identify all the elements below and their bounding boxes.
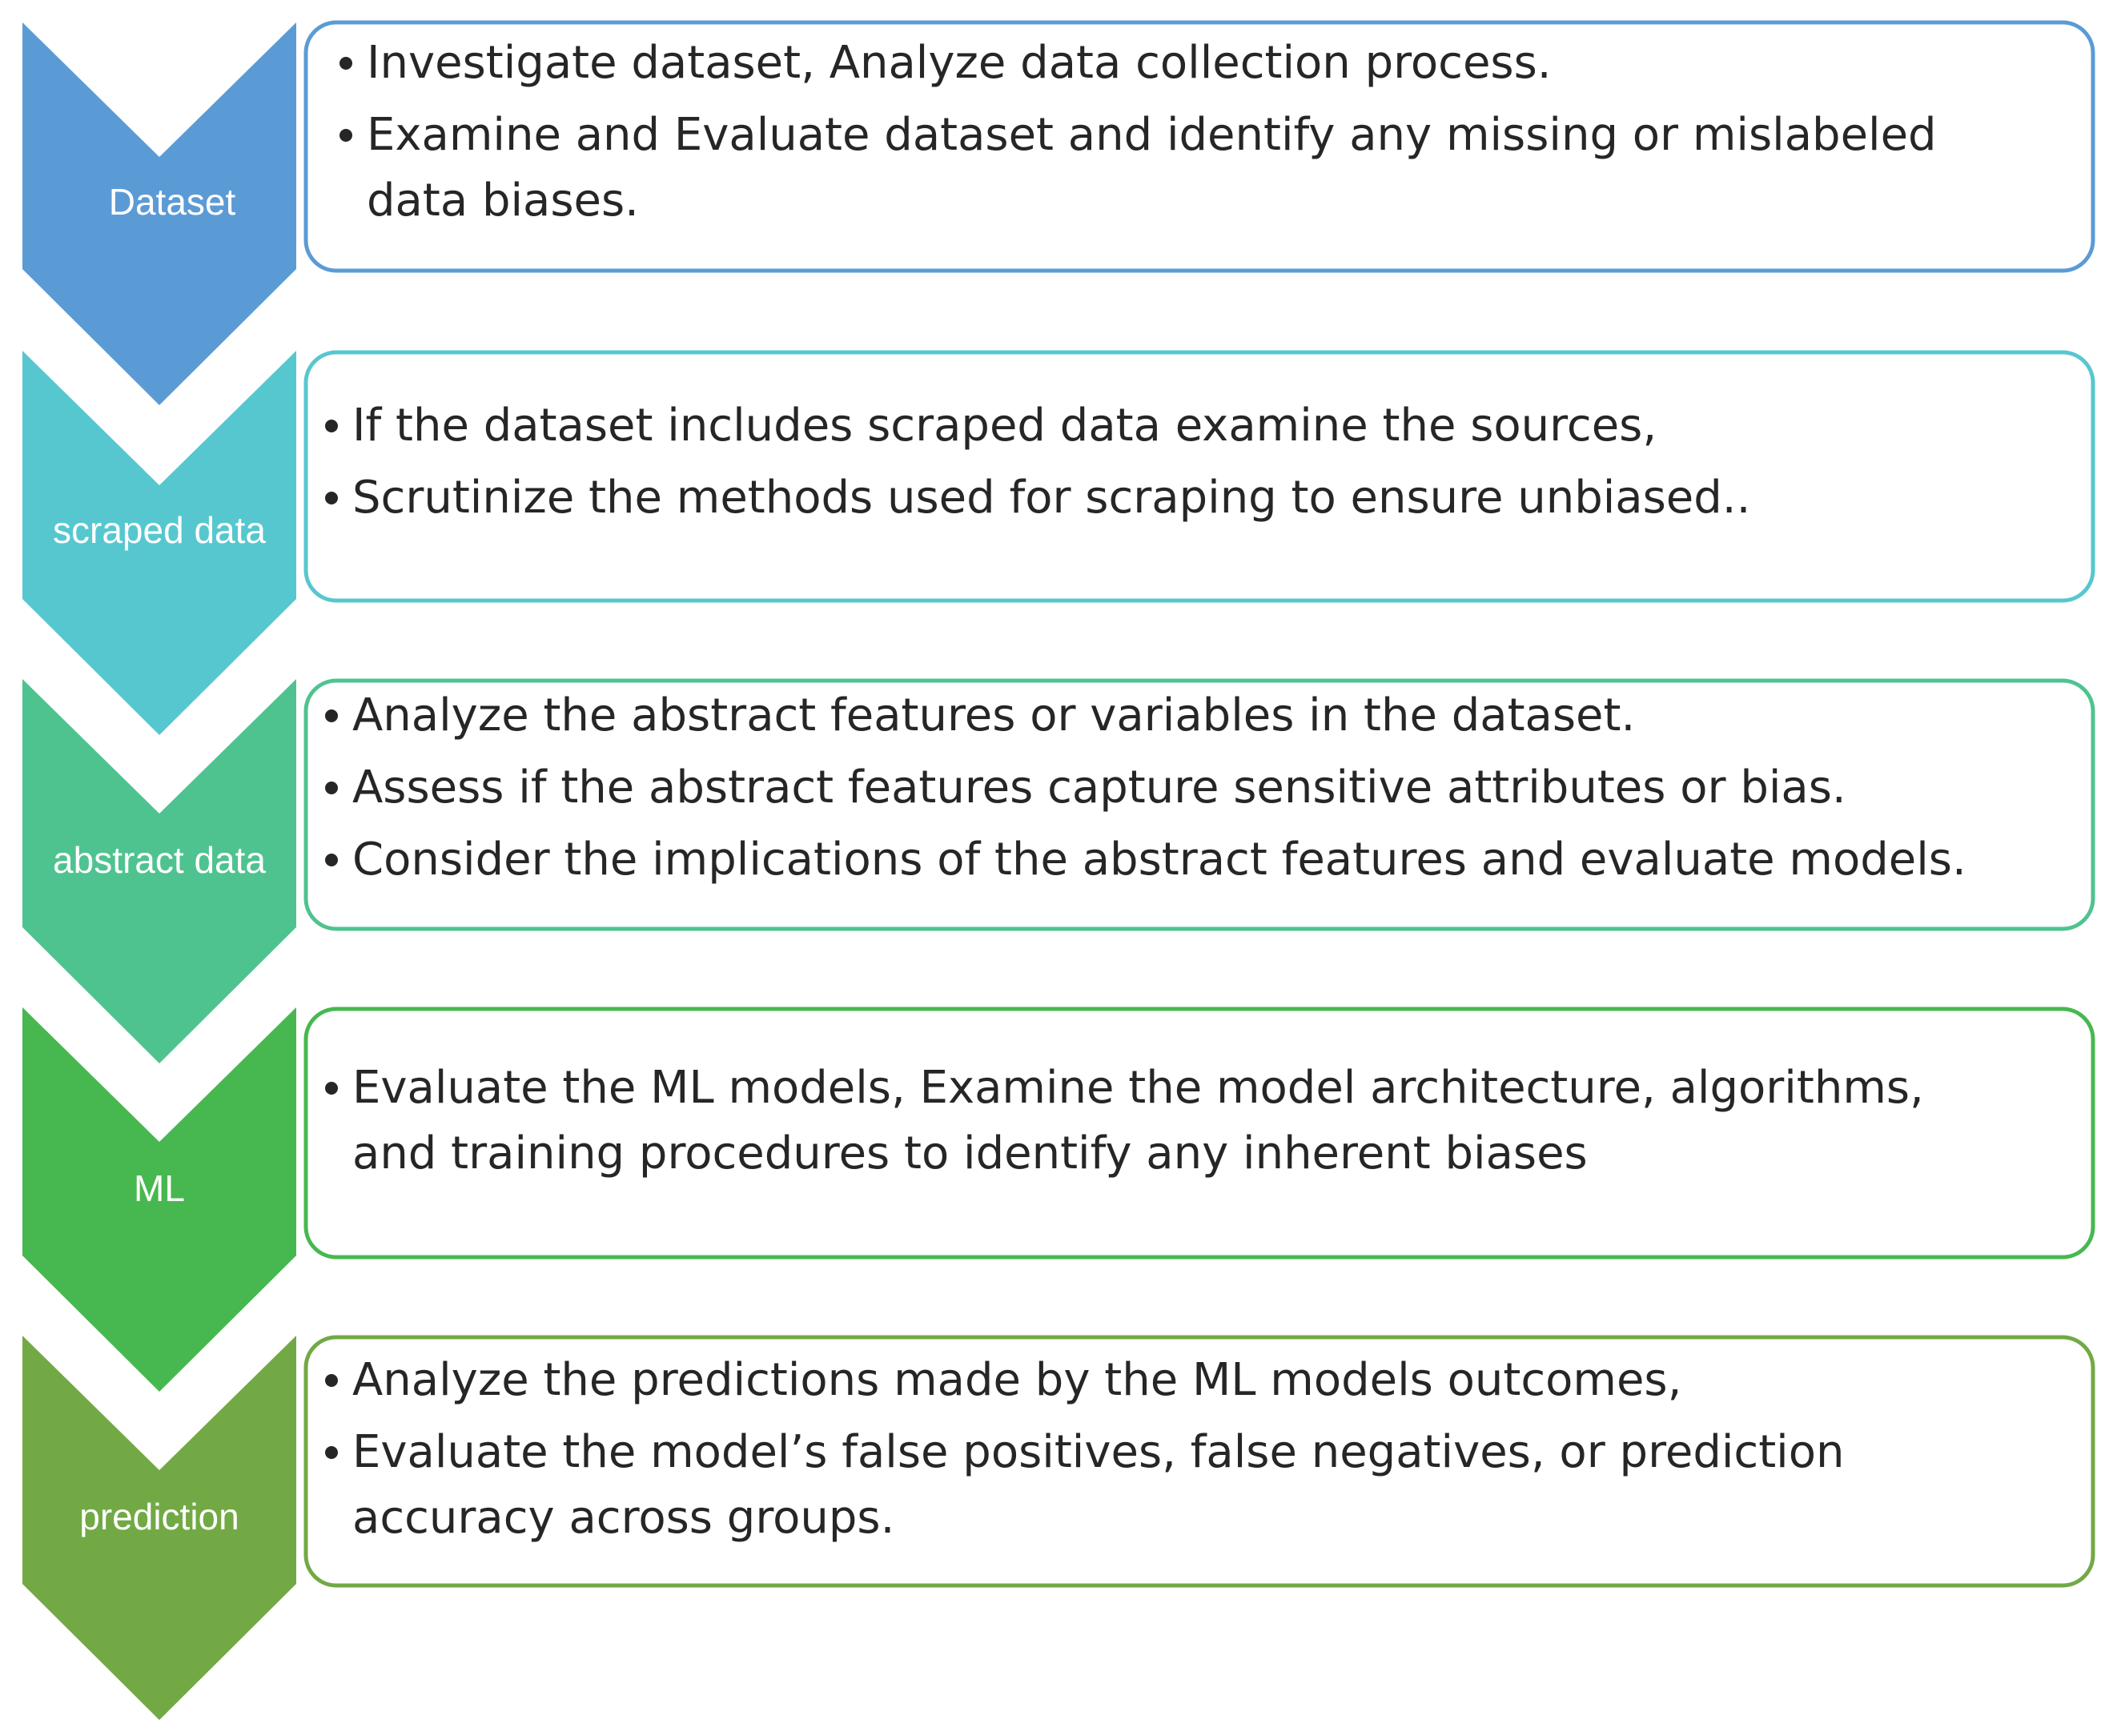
stage-4-content-box (303, 1007, 2095, 1260)
bullet-dot (325, 1446, 338, 1459)
stage-1-chevron (22, 22, 296, 405)
stage-1-bullet-2-line-1: Examine and Evaluate dataset and identif… (367, 109, 1937, 161)
stage-1-label: Dataset (109, 181, 236, 223)
stage-3-label: abstract data (53, 839, 266, 881)
stage-5-bullet-2-line-1: Evaluate the model’s false positives, fa… (352, 1426, 1844, 1478)
stage-2-content-box (303, 350, 2095, 603)
stage-1-bullet-2-line-2: data biases. (367, 175, 639, 227)
stage-4-label: ML (134, 1167, 185, 1209)
bullet-dot (325, 1082, 338, 1095)
stage-4-bullet-1-line-1: Evaluate the ML models, Examine the mode… (352, 1062, 1924, 1114)
stage-5-content-box (303, 1335, 2095, 1588)
stage-4-bullet-1-line-2: and training procedures to identify any … (352, 1127, 1588, 1179)
bullet-dot (339, 57, 352, 70)
stage-2: scraped data If the dataset includes scra… (22, 350, 2095, 735)
bullet-dot (325, 782, 338, 794)
bullet-dot (339, 129, 352, 142)
stage-5-bullet-2-line-2: accuracy across groups. (352, 1492, 894, 1544)
stage-5-chevron (22, 1336, 296, 1720)
stage-4: ML Evaluate the ML models, Examine the mo… (22, 1007, 2095, 1392)
stage-2-bullet-1: If the dataset includes scraped data exa… (352, 400, 1657, 452)
stage-2-bullet-2: Scrutinize the methods used for scraping… (352, 472, 1750, 524)
stage-5: prediction Analyze the predictions made b… (22, 1335, 2095, 1720)
bullet-dot (325, 420, 338, 432)
stage-1: Dataset Investigate dataset, Analyze data… (22, 20, 2095, 405)
bullet-dot (325, 854, 338, 866)
stage-3-bullet-2: Assess if the abstract features capture … (352, 762, 1846, 814)
stage-4-chevron (22, 1007, 296, 1392)
stage-2-chevron (22, 351, 296, 735)
stage-5-label: prediction (79, 1496, 239, 1537)
bullet-dot (325, 1374, 338, 1387)
stage-3: abstract data Analyze the abstract featur… (22, 678, 2095, 1063)
stage-3-chevron (22, 679, 296, 1063)
stage-5-bullet-1: Analyze the predictions made by the ML m… (352, 1354, 1681, 1406)
stage-3-bullet-3: Consider the implications of the abstrac… (352, 834, 1966, 886)
stage-2-label: scraped data (53, 509, 266, 551)
stage-1-bullet-1: Investigate dataset, Analyze data collec… (367, 37, 1552, 89)
stage-3-content-box (303, 678, 2095, 931)
bullet-dot (325, 709, 338, 722)
stage-3-bullet-1: Analyze the abstract features or variabl… (352, 689, 1635, 741)
bullet-dot (325, 492, 338, 504)
stage-1-content-box (303, 20, 2095, 273)
